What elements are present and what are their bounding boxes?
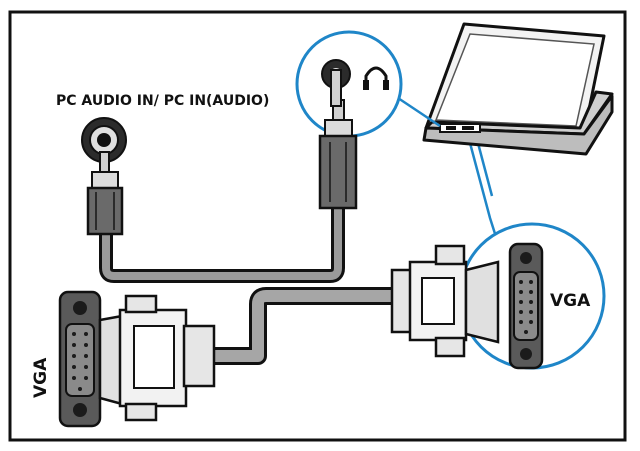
tv-vga-port — [58, 290, 102, 428]
vga-pc-label: VGA — [550, 291, 591, 311]
laptop-icon — [422, 22, 614, 156]
right-audio-plug — [318, 99, 358, 210]
pc-vga-port — [508, 242, 544, 370]
left-audio-plug — [86, 151, 124, 236]
vga-callout-line — [464, 127, 499, 241]
headphone-icon — [363, 66, 389, 90]
audio-cable — [99, 205, 345, 283]
laptop-audio-jack — [321, 59, 351, 107]
vga-cable — [212, 287, 392, 365]
tv-audio-jack — [81, 117, 127, 163]
pc-audio-in-label: PC AUDIO IN/ PC IN(AUDIO) — [56, 93, 269, 109]
vga-tv-label: VGA — [31, 357, 51, 398]
pc-vga-plug — [390, 244, 500, 358]
tv-vga-plug — [98, 294, 216, 422]
audio-callout-line — [397, 96, 441, 128]
